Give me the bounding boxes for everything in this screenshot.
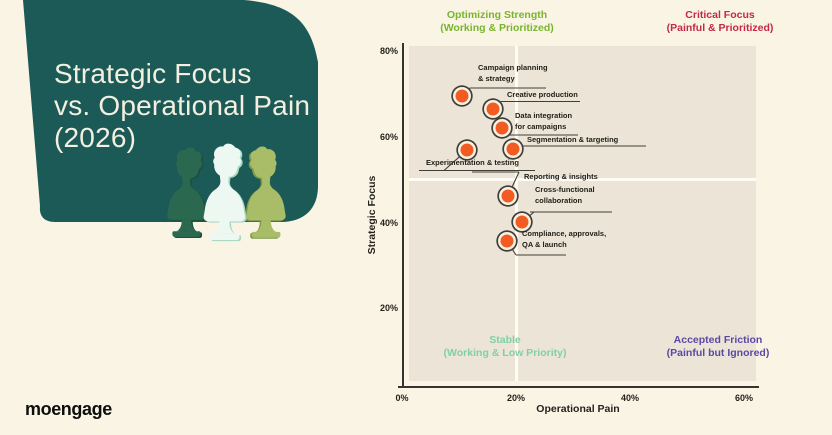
- quadrant-subtitle: (Painful but Ignored): [666, 346, 770, 359]
- x-tick-label: 40%: [620, 393, 640, 403]
- moengage-logo: moengage: [25, 399, 112, 419]
- y-tick-label: 80%: [379, 46, 398, 56]
- x-tick-label: 0%: [395, 393, 409, 403]
- data-point-campaign_planning: [455, 89, 469, 103]
- page-title: Strategic Focus vs. Operational Pain (20…: [54, 58, 310, 154]
- x-axis-line: [398, 385, 759, 388]
- point-label-line: for campaigns: [515, 121, 567, 131]
- quadrant-subtitle: (Working & Prioritized): [440, 21, 554, 34]
- quadrant-title: Critical Focus: [685, 9, 755, 21]
- data-point-experimentation_testing: [460, 143, 474, 157]
- point-label-segmentation_targeting: Segmentation & targeting: [527, 135, 618, 146]
- quadrant-divider-horizontal: [409, 178, 756, 182]
- quadrant-title: Optimizing Strength: [446, 9, 548, 21]
- point-label-line: Segmentation & targeting: [527, 135, 619, 144]
- quadrant-subtitle: (Working & Low Priority): [443, 346, 567, 359]
- quadrant-title: Accepted Friction: [673, 334, 763, 346]
- quadrant-title: Stable: [489, 334, 521, 346]
- data-point-creative_production: [486, 102, 500, 116]
- x-tick-label: 60%: [734, 393, 754, 403]
- point-label-line: & strategy: [478, 73, 515, 83]
- point-label-line: Compliance, approvals,: [522, 229, 607, 238]
- quadrant-label-top_left: Optimizing Strength(Working & Prioritize…: [440, 9, 554, 34]
- point-label-line: Cross-functional: [535, 185, 595, 194]
- title-line-2: vs. Operational Pain: [54, 90, 311, 121]
- quadrant-label-bottom_left: Stable(Working & Low Priority): [444, 334, 567, 359]
- point-label-line: Reporting & insights: [524, 172, 598, 181]
- point-label-reporting_insights: Reporting & insights: [524, 172, 598, 183]
- point-label-line: QA & launch: [522, 239, 567, 249]
- hero-panel-shape: [23, 0, 318, 222]
- point-label-campaign_planning: Campaign planning& strategy: [478, 63, 548, 84]
- title-line-3: (2026): [54, 122, 137, 153]
- point-label-line: Data integration: [515, 111, 573, 120]
- point-label-line: Creative production: [507, 90, 578, 99]
- plot-area: [409, 46, 756, 381]
- point-label-line: collaboration: [535, 195, 583, 205]
- point-label-line: Campaign planning: [478, 63, 548, 72]
- quadrant-label-top_right: Critical Focus(Painful & Prioritized): [667, 9, 774, 34]
- y-tick-label: 40%: [379, 217, 398, 228]
- point-label-line: Experimentation & testing: [426, 158, 519, 167]
- point-label-creative_production: Creative production: [507, 90, 578, 101]
- data-point-reporting_insights: [501, 189, 515, 203]
- data-point-compliance_qa: [500, 234, 514, 248]
- point-label-experimentation_testing: Experimentation & testing: [426, 158, 519, 169]
- y-tick-label: 20%: [379, 303, 398, 314]
- quadrant-divider-vertical: [514, 46, 518, 381]
- quadrant-subtitle: (Painful & Prioritized): [666, 21, 774, 34]
- quadrant-label-bottom_right: Accepted Friction(Painful but Ignored): [667, 334, 770, 359]
- x-tick-label: 20%: [506, 393, 526, 403]
- data-point-data_integration: [495, 121, 509, 135]
- title-line-1: Strategic Focus: [54, 58, 252, 89]
- data-point-segmentation_targeting: [506, 142, 520, 156]
- point-label-compliance_qa: Compliance, approvals,QA & launch: [522, 229, 606, 250]
- x-axis-title: Operational Pain: [536, 403, 620, 415]
- data-point-cross_functional: [515, 215, 529, 229]
- y-tick-label: 60%: [379, 131, 398, 142]
- y-axis-line: [401, 43, 404, 387]
